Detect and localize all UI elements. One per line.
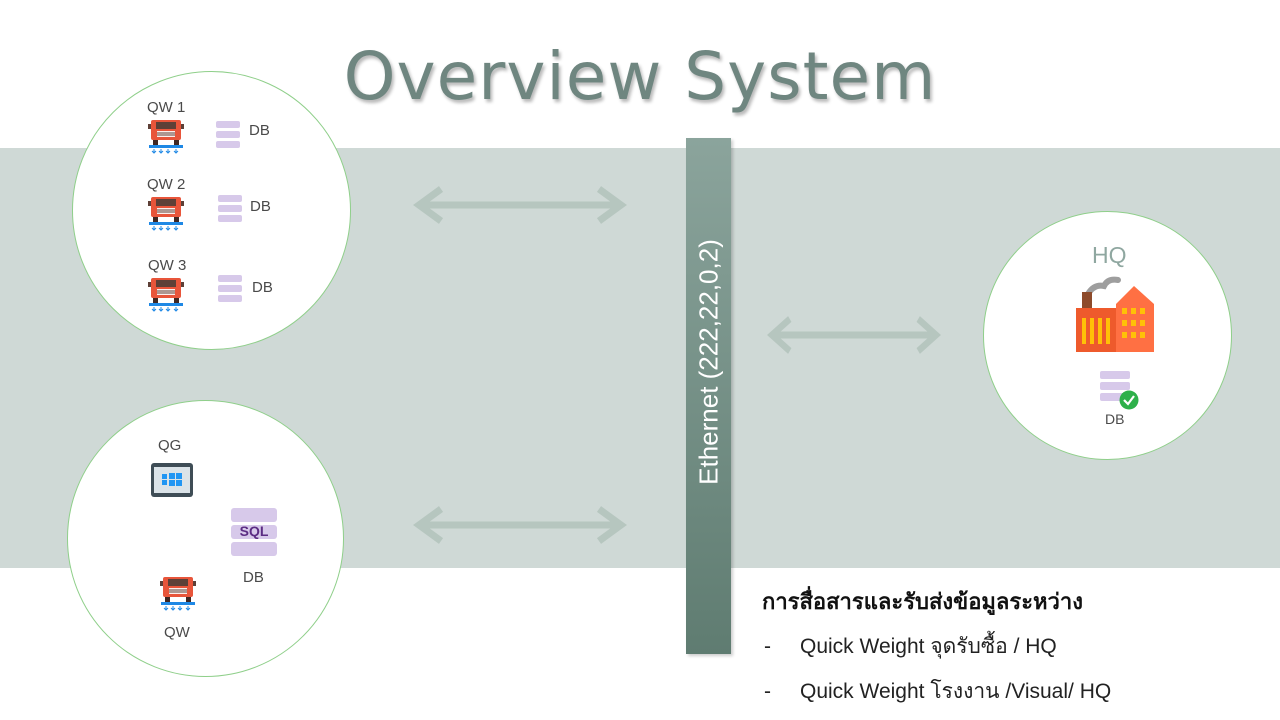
ethernet-bar [686, 138, 731, 654]
windows-tablet-icon [151, 463, 193, 497]
station-label-2: QW 2 [147, 176, 186, 193]
factory-icon [1076, 276, 1154, 352]
truck-scale-icon [148, 196, 184, 231]
hq-db-label: DB [1105, 411, 1125, 427]
branch-stations-circle [72, 71, 351, 350]
database-icon [216, 121, 240, 148]
communication-item-text: Quick Weight โรงงาน /Visual/ HQ [800, 680, 1112, 703]
double-arrow-icon [413, 505, 627, 545]
truck-scale-icon [160, 576, 196, 611]
check-badge-icon [1119, 390, 1139, 410]
station-label-3: QW 3 [148, 257, 187, 274]
truck-scale-icon [148, 119, 184, 154]
qg-label: QG [158, 437, 182, 454]
station-db-label-2: DB [250, 198, 271, 215]
ethernet-label: Ethernet (222,22,0,2) [693, 239, 724, 485]
hq-label: HQ [1092, 242, 1127, 268]
truck-scale-icon [148, 277, 184, 312]
sql-database-icon [231, 508, 277, 556]
database-icon [218, 195, 242, 222]
database-icon [218, 275, 242, 302]
station-label-1: QW 1 [147, 99, 186, 116]
sql-text: SQL [239, 523, 269, 539]
communication-item-1: - Quick Weight จุดรับซื้อ / HQ [764, 630, 1057, 663]
bullet-dash: - [764, 635, 771, 658]
factory-circle [67, 400, 344, 677]
page-title: Overview System [343, 38, 937, 115]
station-db-label-1: DB [249, 122, 270, 139]
bullet-dash: - [764, 680, 771, 703]
communication-title: การสื่อสารและรับส่งข้อมูลระหว่าง [762, 589, 1083, 614]
double-arrow-icon [767, 315, 941, 355]
factory-db-label: DB [243, 569, 264, 586]
communication-item-text: Quick Weight จุดรับซื้อ / HQ [800, 635, 1057, 658]
qw-label: QW [164, 624, 190, 641]
double-arrow-icon [413, 185, 627, 225]
station-db-label-3: DB [252, 279, 273, 296]
communication-item-2: - Quick Weight โรงงาน /Visual/ HQ [764, 675, 1111, 708]
